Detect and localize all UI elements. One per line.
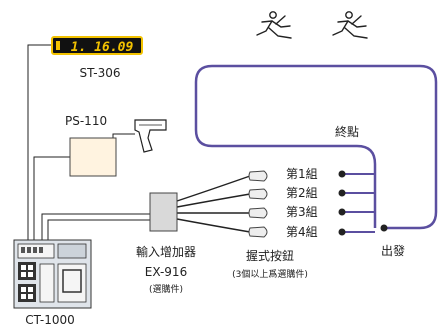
expander-name-label: 輸入增加器	[136, 244, 196, 259]
buttons-note-label: (3個以上爲選購件)	[232, 268, 308, 280]
group-dots	[338, 170, 346, 236]
wire-gun	[33, 156, 70, 240]
wire-display	[27, 44, 52, 240]
display-model-label: ST-306	[79, 66, 120, 80]
expander-model-label: EX-916	[145, 265, 187, 279]
start-point	[380, 224, 388, 232]
button-wires	[176, 175, 251, 233]
buttons-title-label: 握式按鈕	[246, 248, 294, 263]
wire-expander-2	[47, 219, 150, 240]
start-label: 出發	[381, 243, 405, 258]
runner-icon	[332, 11, 368, 39]
group-lines	[344, 173, 375, 233]
group-label-1: 第1組	[286, 167, 318, 181]
ct-1000-controller	[13, 239, 92, 309]
ps-110-box	[69, 137, 117, 177]
finish-label: 終點	[335, 124, 359, 139]
group-label-2: 第2組	[286, 186, 318, 200]
ex-916-box	[149, 192, 178, 232]
display-readout: 1. 16.09	[71, 40, 134, 55]
group-label-4: 第4組	[286, 225, 318, 239]
track-loop	[194, 64, 438, 230]
group-label-3: 第3組	[286, 205, 318, 219]
st-306-display: 1. 16.09	[51, 36, 143, 55]
gun-model-label: PS-110	[65, 114, 107, 128]
wire-expander	[41, 213, 150, 240]
runner-icon	[256, 11, 292, 39]
start-pistol-icon	[134, 119, 167, 153]
controller-model-label: CT-1000	[25, 313, 74, 327]
push-button-icon	[248, 170, 268, 238]
expander-note-label: (選購件)	[149, 283, 183, 295]
